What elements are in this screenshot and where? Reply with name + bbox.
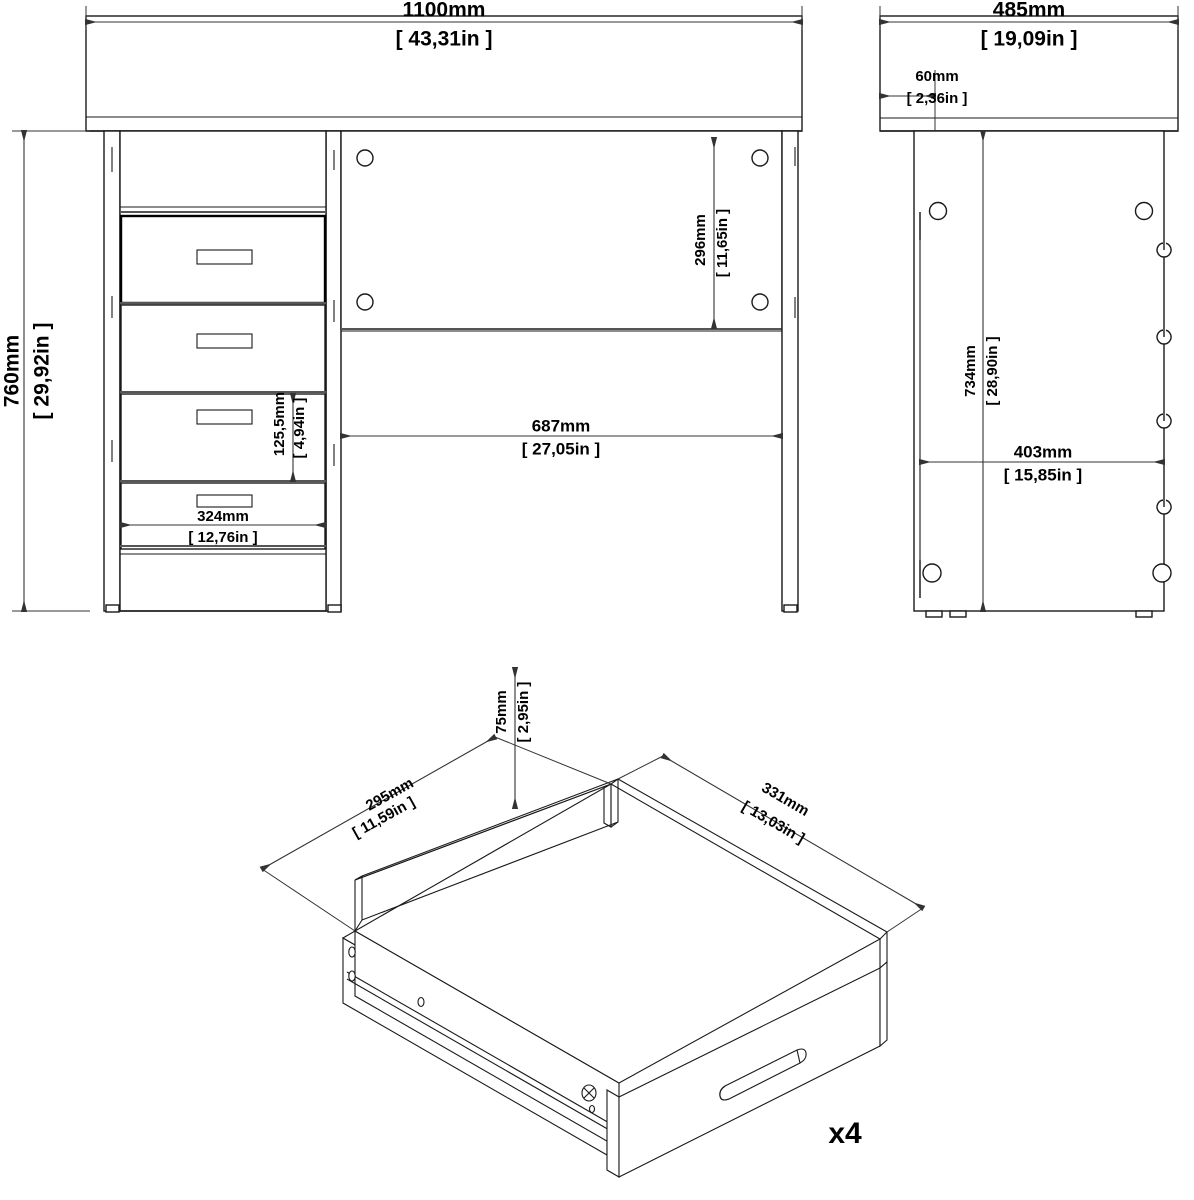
dim-drawer-box-height-mm: 75mm bbox=[493, 690, 510, 733]
dowel-hole-icon bbox=[588, 1104, 596, 1114]
dim-overall-depth-in: [ 19,09in ] bbox=[981, 28, 1078, 51]
dowel-hole-icon bbox=[348, 970, 356, 982]
side-elevation-view: 485mm [ 19,09in ] 60mm [ 2,36in ] 734mm … bbox=[879, 0, 1179, 618]
dim-drawer-width-mm: 324mm bbox=[197, 508, 249, 525]
drawer-handle-icon[interactable] bbox=[719, 1048, 807, 1101]
cam-hole-icon bbox=[1152, 563, 1172, 583]
dowel-hole-icon bbox=[348, 946, 356, 958]
dim-side-panel-height-mm: 734mm bbox=[962, 345, 979, 397]
cam-hole-icon bbox=[922, 563, 942, 583]
dim-front-overall-height: 760mm [ 29,92in ] bbox=[1, 130, 90, 612]
dim-front-overall-width: 1100mm [ 43,31in ] bbox=[85, 0, 803, 51]
cam-hole-icon bbox=[356, 149, 374, 167]
drawer-left-side-panel bbox=[341, 930, 621, 1156]
dim-drawer-height-in: [ 4,94in ] bbox=[291, 398, 308, 459]
front-drawer-2[interactable] bbox=[120, 304, 326, 393]
front-left-leg bbox=[103, 130, 121, 613]
dim-overall-height-mm: 760mm bbox=[1, 335, 24, 407]
side-dowel-notches bbox=[1156, 236, 1172, 515]
front-drawer-1[interactable] bbox=[119, 214, 327, 305]
dim-knee-space-mm: 687mm bbox=[532, 416, 591, 435]
dim-overall-depth-mm: 485mm bbox=[993, 0, 1065, 22]
dim-front-panel-height: 296mm [ 11,65in ] bbox=[692, 137, 731, 329]
dim-side-panel-height-in: [ 28,90in ] bbox=[984, 336, 1001, 405]
front-pedestal-right-post bbox=[325, 130, 342, 613]
front-drawer-4[interactable] bbox=[120, 482, 326, 550]
dim-front-knee-space: 687mm [ 27,05in ] bbox=[340, 416, 783, 458]
dim-overall-width-mm: 1100mm bbox=[403, 0, 486, 22]
dim-top-overhang-mm: 60mm bbox=[915, 68, 958, 85]
cam-hole-icon bbox=[928, 201, 948, 221]
front-elevation-view: 1100mm [ 43,31in ] 760mm [ 29,92in ] 125… bbox=[1, 0, 803, 613]
drawer-quantity-label: x4 bbox=[828, 1117, 862, 1150]
drawer-front-face[interactable] bbox=[606, 960, 888, 1178]
dim-drawer-height-mm: 125,5mm bbox=[271, 392, 288, 456]
dowel-hole-icon bbox=[417, 996, 425, 1008]
dim-front-drawer-width: 324mm [ 12,76in ] bbox=[120, 508, 326, 546]
dim-drawer-width-in: [ 12,76in ] bbox=[188, 529, 257, 546]
cam-hole-icon bbox=[356, 293, 374, 311]
dim-drawer-box-height-in: [ 2,95in ] bbox=[515, 682, 532, 743]
dim-side-top-overhang: 60mm [ 2,36in ] bbox=[879, 68, 968, 131]
dim-overall-height-in: [ 29,92in ] bbox=[31, 323, 54, 420]
dim-panel-height-mm: 296mm bbox=[692, 214, 709, 266]
front-right-leg bbox=[781, 130, 799, 613]
side-panel bbox=[913, 130, 1172, 618]
cam-hole-icon bbox=[751, 293, 769, 311]
dim-panel-height-in: [ 11,65in ] bbox=[714, 209, 731, 277]
dim-drawer-box-height: 75mm [ 2,95in ] bbox=[493, 667, 532, 809]
dim-front-drawer-height: 125,5mm [ 4,94in ] bbox=[271, 392, 308, 482]
front-modesty-panel bbox=[340, 130, 783, 611]
dim-side-panel-height: 734mm [ 28,90in ] bbox=[962, 130, 1001, 612]
dim-side-panel-depth-in: [ 15,85in ] bbox=[1004, 465, 1082, 484]
dim-side-overall-depth: 485mm [ 19,09in ] bbox=[879, 0, 1179, 51]
cam-hole-icon bbox=[751, 149, 769, 167]
dim-top-overhang-in: [ 2,36in ] bbox=[907, 90, 968, 107]
dim-overall-width-in: [ 43,31in ] bbox=[396, 28, 493, 51]
cam-hole-icon bbox=[1134, 201, 1154, 221]
front-tabletop bbox=[85, 15, 803, 132]
dim-side-panel-depth: 403mm [ 15,85in ] bbox=[919, 442, 1165, 484]
dim-side-panel-depth-mm: 403mm bbox=[1014, 442, 1073, 461]
dim-knee-space-in: [ 27,05in ] bbox=[522, 439, 600, 458]
